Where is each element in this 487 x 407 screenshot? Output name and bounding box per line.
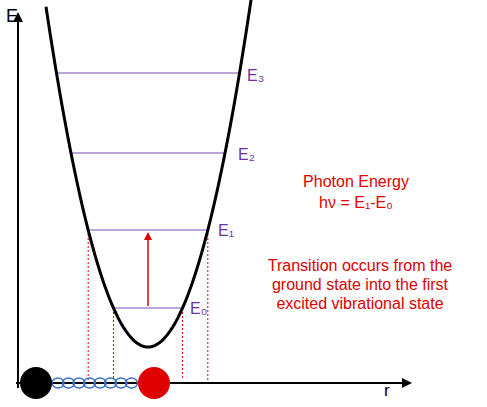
dotted-drop-lines — [88, 230, 208, 380]
level-label: E₂ — [238, 145, 255, 164]
level-label: E₁ — [218, 221, 234, 240]
photon-equation: hν = E₁-E₀ — [319, 193, 393, 212]
dotted-drop-line — [182, 308, 183, 380]
energy-level-line — [113, 307, 182, 308]
spring-bond — [52, 378, 138, 388]
axis-label: r — [384, 381, 390, 401]
level-label: E₃ — [247, 66, 264, 85]
spring-coil — [126, 378, 138, 388]
red-atom — [138, 367, 170, 399]
black-atom — [20, 367, 52, 399]
dotted-drop-line — [207, 230, 208, 380]
potential-curve — [46, 0, 252, 347]
energy-axis — [17, 14, 19, 388]
energy-level-line — [56, 72, 239, 73]
level-label: E₀ — [190, 299, 207, 318]
energy-level-line — [71, 152, 225, 153]
axis-label: E — [6, 6, 18, 28]
dotted-drop-line — [113, 308, 114, 380]
energy-levels — [56, 73, 239, 308]
energy-level-line — [88, 229, 208, 230]
transition-note: Transition occurs from the ground state … — [266, 256, 454, 313]
transition-arrow — [147, 234, 149, 306]
dotted-drop-line — [88, 230, 89, 380]
photon-note: Photon Energy — [303, 172, 409, 191]
